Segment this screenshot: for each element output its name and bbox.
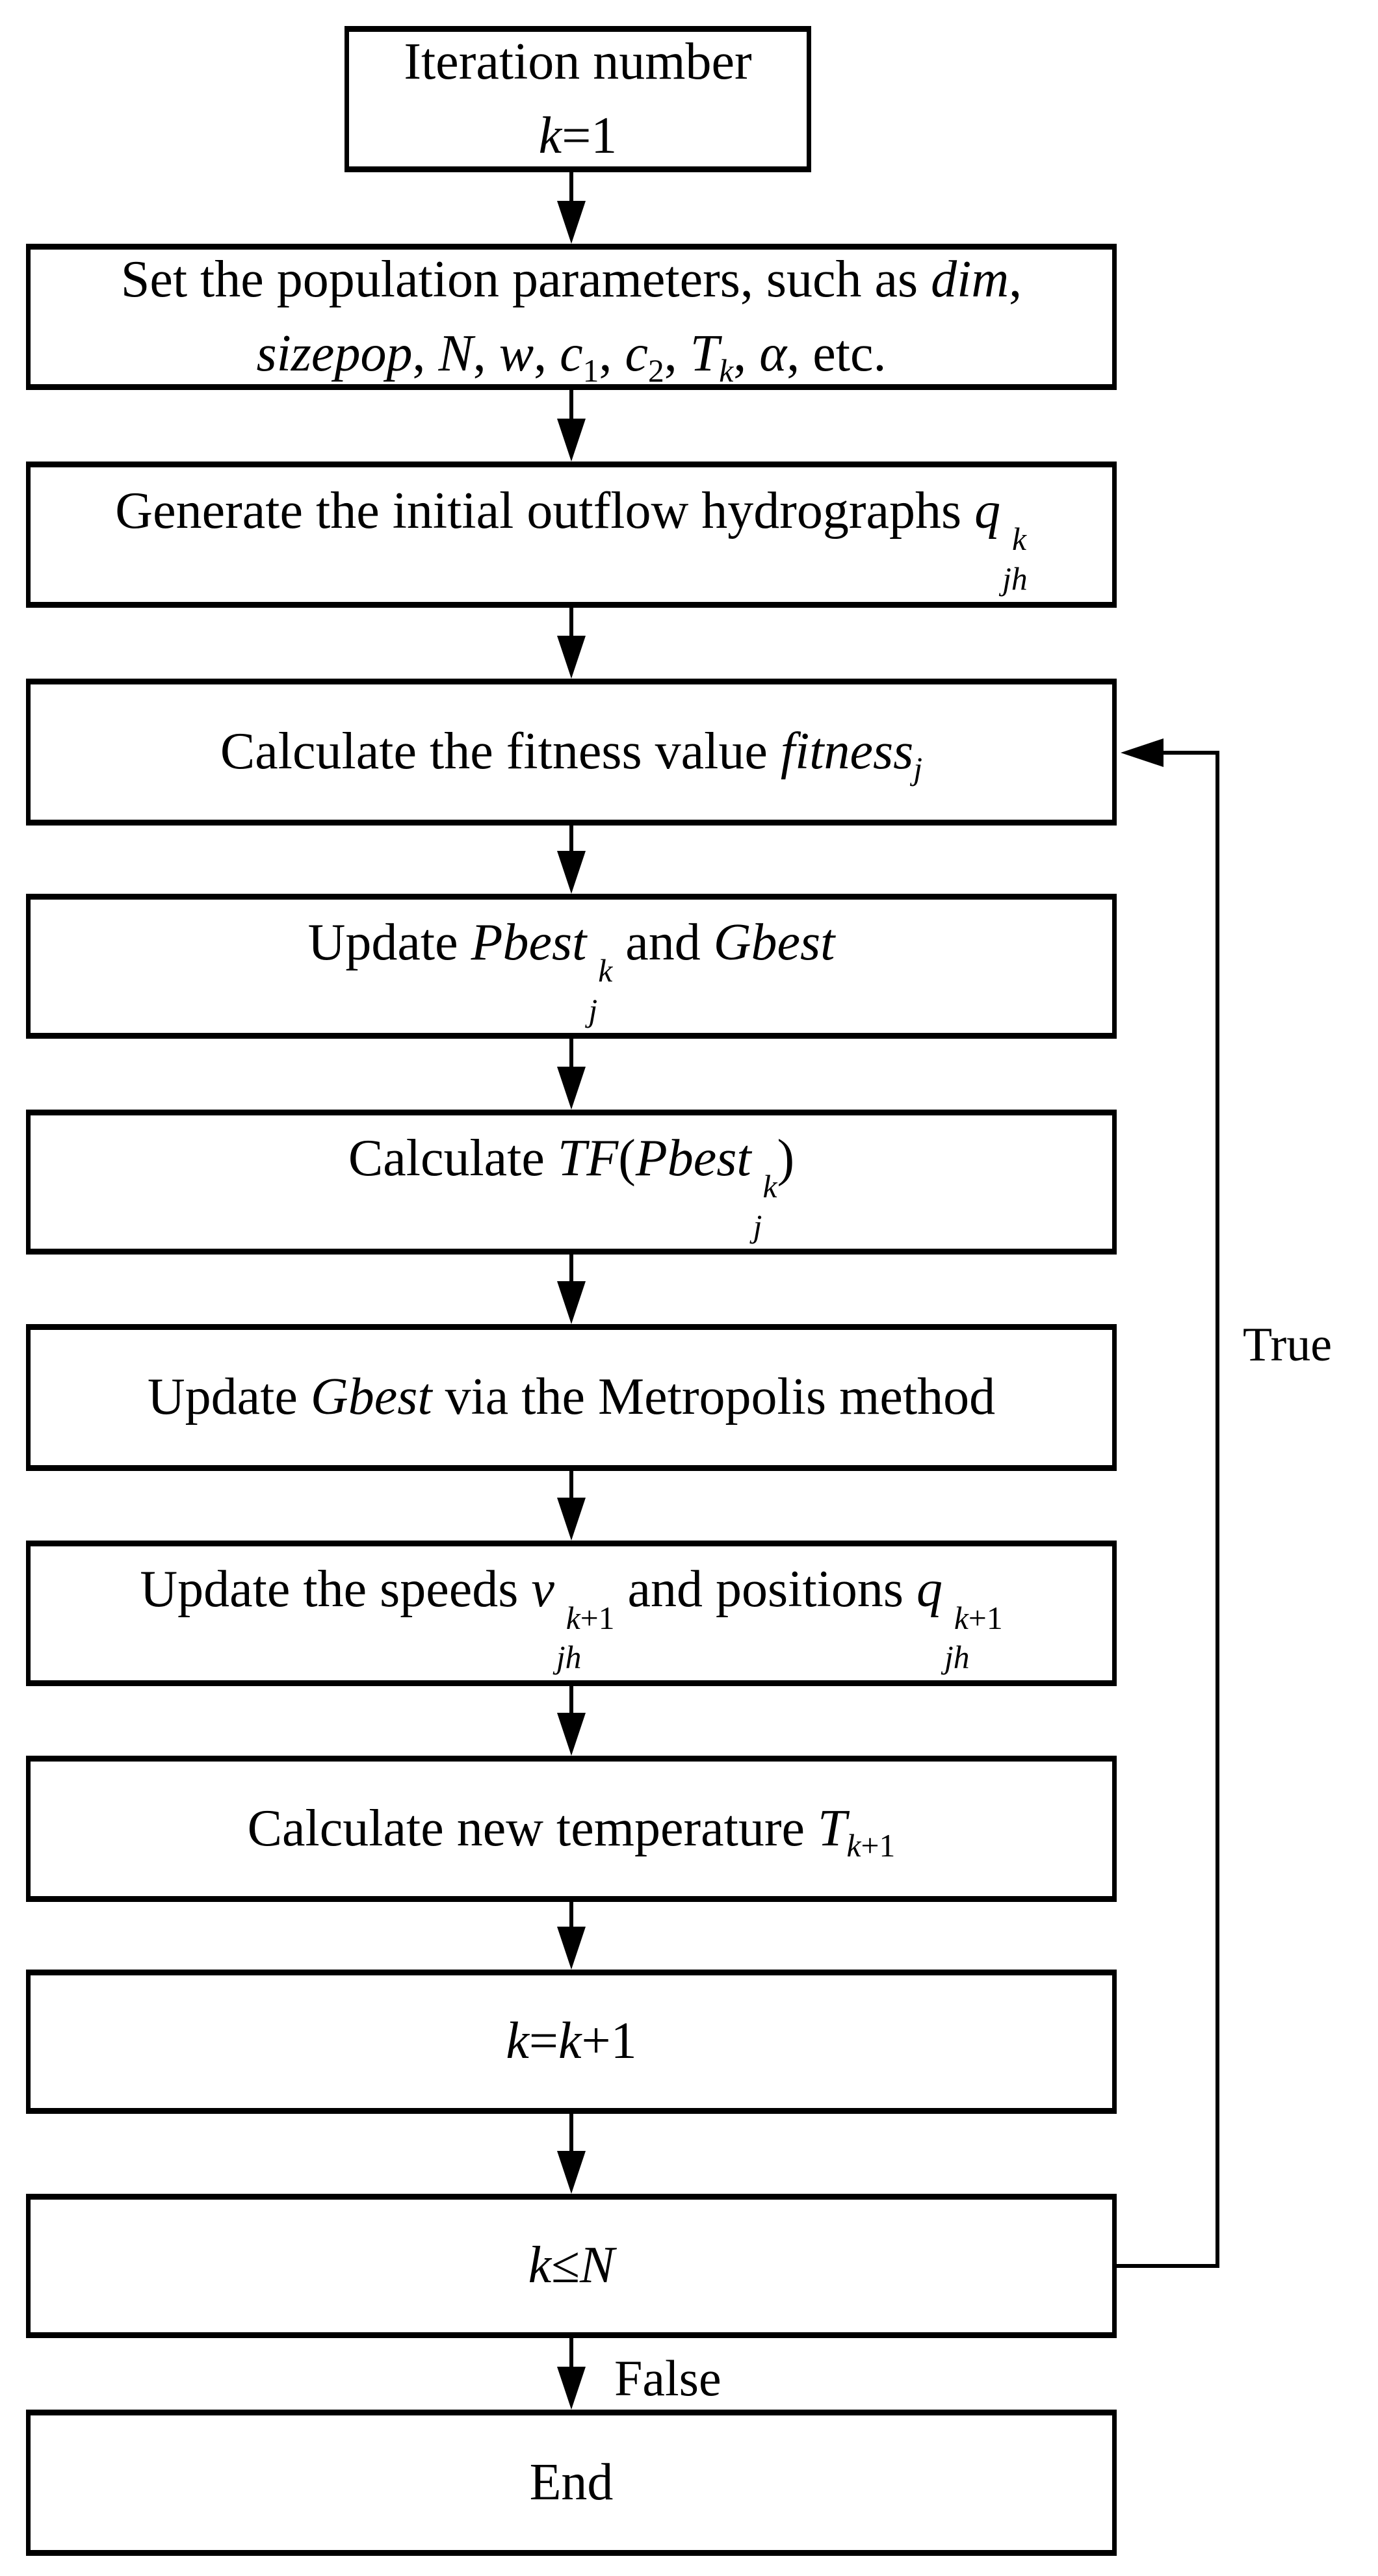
flow-arrow-line bbox=[569, 1686, 573, 1714]
box-text: Update Gbest via the Metropolis method bbox=[147, 1368, 996, 1426]
box-text: Calculate new temperature Tk+1 bbox=[247, 1799, 896, 1864]
box-calculate-temperature: Calculate new temperature Tk+1 bbox=[26, 1756, 1117, 1902]
box-end: End bbox=[26, 2410, 1117, 2556]
flow-arrow-line bbox=[569, 826, 573, 852]
down-arrowhead-icon bbox=[557, 1713, 586, 1756]
down-arrowhead-icon bbox=[557, 2151, 586, 2194]
flow-arrow-line bbox=[569, 1039, 573, 1068]
down-arrowhead-icon bbox=[557, 1281, 586, 1324]
loop-line-bottom bbox=[1117, 2264, 1219, 2268]
down-arrowhead-icon bbox=[557, 419, 586, 462]
box-update-gbest-metropolis: Update Gbest via the Metropolis method bbox=[26, 1324, 1117, 1471]
down-arrowhead-icon bbox=[557, 2367, 586, 2410]
box-text: k=k+1 bbox=[506, 2012, 637, 2070]
box-generate-hydrographs: Generate the initial outflow hydrographs… bbox=[26, 462, 1117, 608]
box-text: End bbox=[529, 2453, 614, 2511]
flow-arrow-line bbox=[569, 1471, 573, 1499]
flow-arrow-line bbox=[569, 1902, 573, 1928]
box-calculate-fitness: Calculate the fitness value fitnessj bbox=[26, 679, 1117, 826]
box-text: Calculate the fitness value fitnessj bbox=[220, 723, 923, 787]
down-arrowhead-icon bbox=[557, 201, 586, 244]
flow-arrow-line bbox=[569, 2114, 573, 2152]
down-arrowhead-icon bbox=[557, 1927, 586, 1970]
true-branch-label: True bbox=[1243, 1318, 1332, 1372]
flow-arrow-line bbox=[569, 390, 573, 420]
loop-line-top bbox=[1163, 751, 1219, 755]
box-loop-condition: k≤N bbox=[26, 2194, 1117, 2338]
flow-arrow-line bbox=[569, 2338, 573, 2368]
box-text: Generate the initial outflow hydrographs… bbox=[115, 482, 1028, 597]
false-branch-label: False bbox=[614, 2350, 722, 2406]
down-arrowhead-icon bbox=[557, 1498, 586, 1541]
box-text: Set the population parameters, such as d… bbox=[120, 250, 1022, 389]
flow-arrow-line bbox=[569, 172, 573, 202]
box-increment-k: k=k+1 bbox=[26, 1970, 1117, 2114]
down-arrowhead-icon bbox=[557, 851, 586, 894]
box-set-parameters: Set the population parameters, such as d… bbox=[26, 244, 1117, 390]
box-text: k≤N bbox=[528, 2237, 615, 2295]
loop-line-vertical bbox=[1216, 751, 1219, 2268]
left-arrowhead-icon bbox=[1121, 738, 1164, 767]
down-arrowhead-icon bbox=[557, 636, 586, 679]
flow-arrow-line bbox=[569, 608, 573, 637]
down-arrowhead-icon bbox=[557, 1067, 586, 1110]
flow-arrow-line bbox=[569, 1255, 573, 1282]
